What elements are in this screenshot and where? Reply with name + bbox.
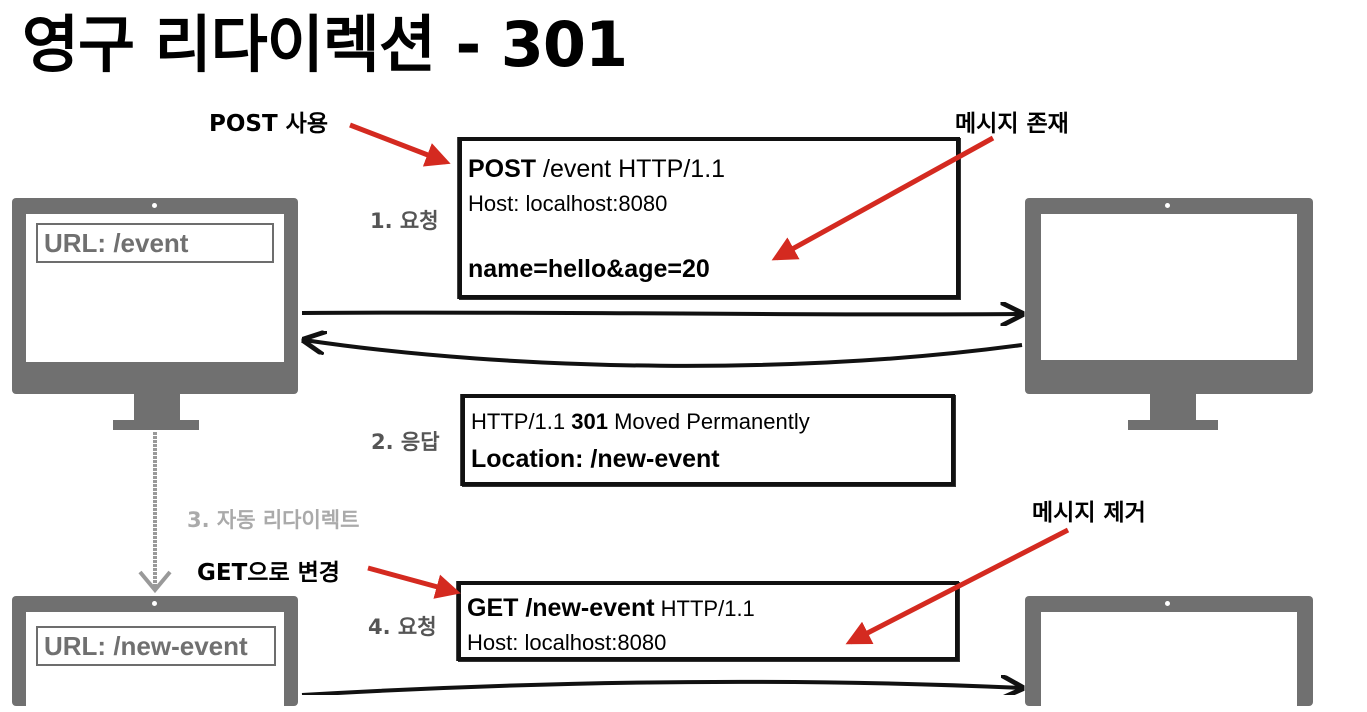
url-bar-top[interactable]: URL: /event	[36, 223, 274, 263]
response-location: Location: /new-event	[471, 445, 720, 473]
redirect-arrow-head	[138, 570, 172, 594]
message-removed-note: 메시지 제거	[1032, 500, 1146, 526]
response-box: HTTP/1.1 301 Moved Permanently Location:…	[461, 394, 955, 486]
step-1-label: 1. 요청	[370, 209, 439, 233]
page-title: 영구 리다이렉션 - 301	[22, 8, 628, 81]
request-1-line: POST /event HTTP/1.1	[468, 155, 725, 184]
monitor-neck-server	[1150, 394, 1196, 422]
request-4-method-path: GET /new-event	[467, 594, 655, 622]
client-screen-bottom: URL: /new-event	[26, 612, 284, 712]
get-change-arrow	[367, 565, 461, 599]
monitor-base-top	[113, 420, 199, 430]
request-4-proto: HTTP/1.1	[654, 596, 755, 621]
monitor-base-server	[1128, 420, 1218, 430]
response-code: 301	[571, 409, 608, 434]
request-4-box: GET /new-event HTTP/1.1 Host: localhost:…	[457, 581, 959, 661]
request-1-path: /event HTTP/1.1	[536, 155, 726, 183]
step-4-label: 4. 요청	[368, 615, 437, 639]
response-proto: HTTP/1.1	[471, 409, 572, 434]
message-exists-note: 메시지 존재	[955, 111, 1069, 137]
step-3-label: 3. 자동 리다이렉트	[187, 508, 360, 532]
post-use-note: POST 사용	[209, 111, 328, 137]
camera-dot	[1165, 203, 1170, 208]
camera-dot	[152, 203, 157, 208]
camera-dot	[1165, 601, 1170, 606]
response-reason: Moved Permanently	[607, 409, 810, 434]
request-1-method: POST	[468, 155, 537, 183]
response-status-line: HTTP/1.1 301 Moved Permanently	[471, 409, 810, 435]
request-4-line: GET /new-event HTTP/1.1	[467, 594, 755, 623]
camera-dot	[152, 601, 157, 606]
client-screen-top: URL: /event	[26, 214, 284, 362]
request-arrow-bottom	[301, 682, 1022, 695]
url-bar-bottom[interactable]: URL: /new-event	[36, 626, 276, 666]
server-monitor-bottom	[1025, 596, 1313, 712]
request-1-host: Host: localhost:8080	[468, 191, 668, 216]
monitor-neck-top	[134, 394, 180, 422]
request-1-box: POST /event HTTP/1.1 Host: localhost:808…	[458, 137, 960, 299]
step-2-label: 2. 응답	[371, 430, 440, 454]
get-change-note: GET으로 변경	[197, 560, 340, 586]
response-arrow	[304, 340, 1023, 368]
server-screen-top	[1041, 214, 1297, 360]
request-arrow	[301, 313, 1022, 315]
server-monitor-top	[1025, 198, 1313, 394]
request-1-body: name=hello&age=20	[468, 255, 710, 283]
request-4-host: Host: localhost:8080	[467, 630, 667, 655]
client-monitor-top: URL: /event	[12, 198, 298, 394]
server-screen-bottom	[1041, 612, 1297, 712]
post-use-arrow	[349, 122, 451, 167]
client-monitor-bottom: URL: /new-event	[12, 596, 298, 712]
